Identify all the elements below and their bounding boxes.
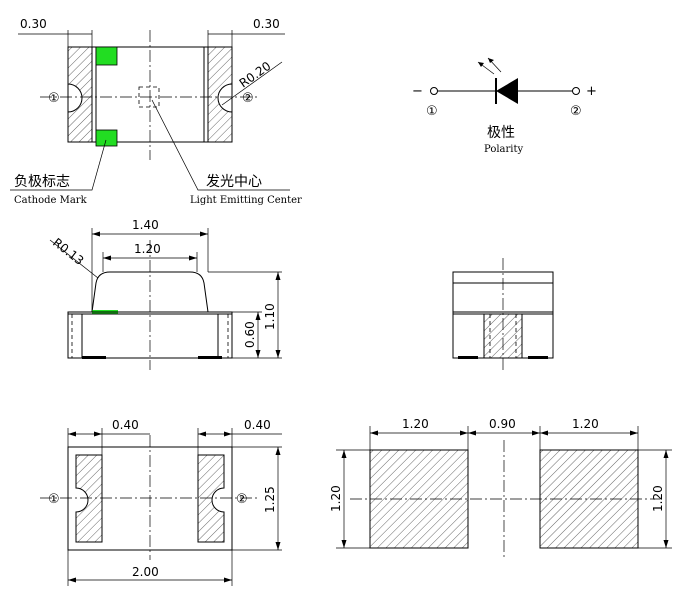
footprint: 1.20 0.90 1.20 1.20 1.20 [329,417,672,560]
footprint-dim-pad-width-right: 1.20 [572,417,599,431]
cathode-mark-lower [95,129,118,147]
light-emitting-center-leader [151,99,290,191]
top-view-pin1: ① [48,91,60,106]
light-emitting-center-label-cn: 发光中心 [206,174,262,190]
side-view-pad-right [198,356,222,359]
end-view [452,258,554,370]
light-emitting-center-label-en: Light Emitting Center [190,195,302,206]
side-view-dim-height-base: 0.60 [243,321,257,348]
side-view-dim-height-total: 1.10 [263,303,277,330]
footprint-dim-pad-height-left: 1.20 [329,485,343,512]
footprint-dim-pad-width-left: 1.20 [402,417,429,431]
top-view-radius: R0.20 [237,59,274,91]
top-view-dim-right: 0.30 [253,17,280,31]
polarity-symbol: − + ① ② 极性 Polarity [412,57,597,155]
polarity-plus: + [586,84,597,99]
side-view-radius-leader [49,239,99,279]
side-view: 1.40 1.20 R0.13 1.10 0.60 [49,218,282,370]
top-view-left-terminal [67,46,93,143]
top-view: 0.30 0.30 R0.20 ① ② 负极标志 Cathode Mark 发光… [10,17,302,206]
top-view-radius-leader [221,61,283,106]
cathode-mark-upper [95,46,118,66]
bottom-view-dim-right: 0.40 [244,418,271,432]
side-view-dim-width-top: 1.40 [132,218,159,232]
polarity-pin2: ② [570,104,582,119]
bottom-view-pad-right [197,454,225,543]
polarity-minus: − [412,84,423,99]
light-emitting-center-box [138,86,160,108]
bottom-view-pin1: ① [48,492,60,507]
side-view-dim-width-inner: 1.20 [134,242,161,256]
bottom-view-pad-left [75,454,103,543]
bottom-view-dim-width: 2.00 [132,565,159,579]
side-view-radius: R0.13 [50,235,86,268]
polarity-terminal-left [430,87,438,95]
top-view-right-terminal [207,46,233,143]
cathode-mark-label-cn: 负极标志 [14,174,70,190]
footprint-dim-gap: 0.90 [489,417,516,431]
polarity-title-en: Polarity [484,144,524,155]
bottom-view-pin2: ② [236,492,248,507]
bottom-view-dim-left: 0.40 [112,418,139,432]
cathode-mark-label-en: Cathode Mark [14,195,88,206]
polarity-title-cn: 极性 [487,125,515,141]
polarity-terminal-right [572,87,580,95]
diode-triangle [496,78,518,104]
top-view-pin2: ② [242,91,254,106]
polarity-pin1: ① [426,104,438,119]
top-view-dim-left: 0.30 [20,17,47,31]
bottom-view: ① ② 0.40 0.40 1.25 2.00 [40,418,282,586]
footprint-dim-pad-height-right: 1.20 [651,485,665,512]
cathode-mark-leader [10,139,107,191]
side-view-pad-left [82,356,106,359]
bottom-view-dim-height: 1.25 [263,486,277,513]
